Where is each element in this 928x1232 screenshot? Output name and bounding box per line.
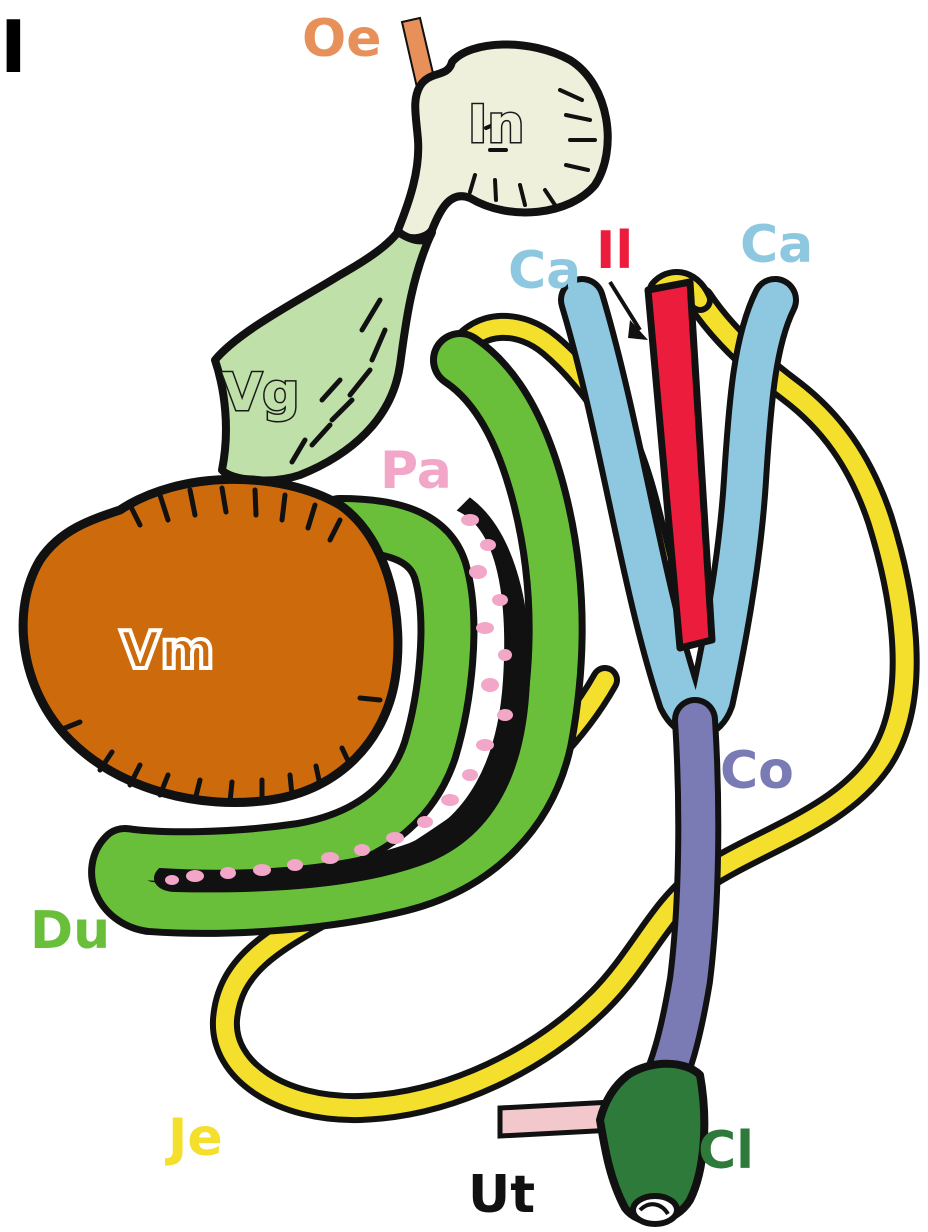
label-je: Je xyxy=(165,1108,223,1168)
label-ut: Ut xyxy=(468,1165,535,1225)
label-in: In xyxy=(468,95,524,155)
cloaca xyxy=(600,1064,704,1224)
label-ca-right: Ca xyxy=(740,215,813,275)
label-il: Il xyxy=(596,221,633,281)
label-oe: Oe xyxy=(302,9,381,69)
panel-letter: I xyxy=(0,5,27,89)
label-du: Du xyxy=(30,901,110,961)
label-vm: Vm xyxy=(120,621,214,681)
label-vg: Vg xyxy=(222,363,299,423)
label-co: Co xyxy=(720,741,794,801)
label-pa: Pa xyxy=(380,441,452,501)
label-cl: Cl xyxy=(698,1121,754,1181)
label-ca-left: Ca xyxy=(508,241,581,301)
